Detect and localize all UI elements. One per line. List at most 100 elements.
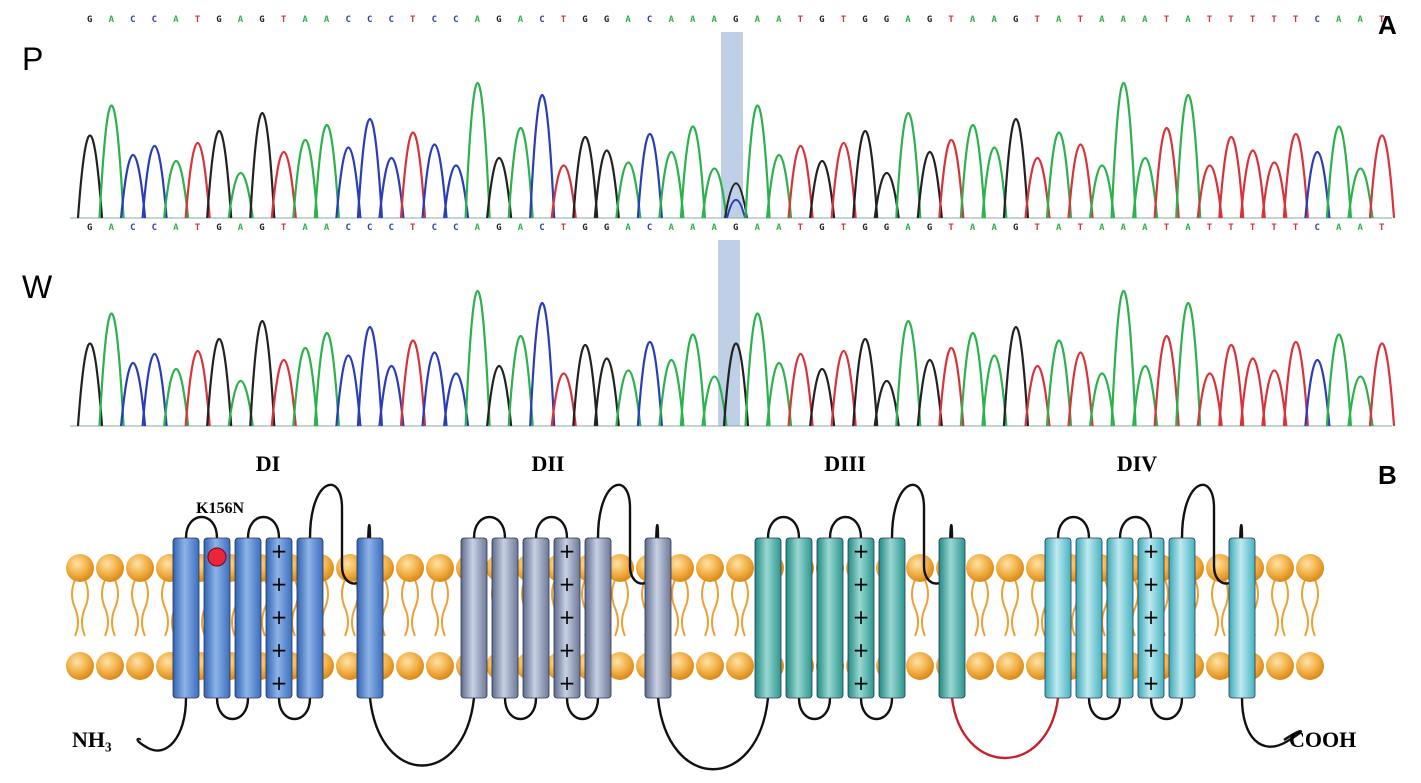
base-call: A bbox=[776, 223, 782, 233]
trace-peak bbox=[744, 312, 771, 427]
trace-peak bbox=[679, 125, 707, 219]
base-call: A bbox=[302, 15, 308, 25]
base-call: T bbox=[1293, 223, 1299, 233]
trace-peak bbox=[270, 150, 297, 219]
base-call: G bbox=[1013, 15, 1019, 25]
trace-peak bbox=[1067, 143, 1094, 219]
voltage-sensor-charge: + bbox=[559, 638, 576, 662]
trace-peak bbox=[206, 129, 233, 219]
base-call: T bbox=[1271, 15, 1277, 25]
transmembrane-helix bbox=[1228, 537, 1256, 699]
loop bbox=[503, 697, 538, 721]
transmembrane-helix bbox=[172, 537, 200, 699]
lipid-head bbox=[96, 554, 124, 582]
trace-peak bbox=[1196, 372, 1223, 427]
trace-peak bbox=[335, 354, 362, 427]
base-call: A bbox=[1099, 15, 1105, 25]
trace-peak bbox=[895, 320, 922, 427]
trace-peak bbox=[765, 153, 793, 219]
trace-peak bbox=[442, 164, 470, 219]
trace-peak bbox=[895, 112, 922, 219]
voltage-sensor-charge: + bbox=[1143, 671, 1160, 695]
base-call: G bbox=[733, 15, 739, 25]
trace-peak bbox=[615, 369, 642, 427]
lipid-head bbox=[696, 652, 724, 680]
trace-peak bbox=[722, 342, 750, 427]
lipid-head bbox=[96, 652, 124, 680]
base-call: C bbox=[453, 223, 459, 233]
base-call: A bbox=[173, 15, 179, 25]
trace-peak bbox=[1045, 339, 1073, 427]
base-call: T bbox=[1035, 15, 1041, 25]
trace-peak bbox=[486, 365, 513, 427]
base-call: A bbox=[324, 223, 330, 233]
trace-peak bbox=[399, 131, 427, 219]
trace-peak bbox=[378, 365, 405, 427]
lipid-head bbox=[996, 554, 1024, 582]
loop bbox=[534, 515, 569, 539]
voltage-sensor-charge: + bbox=[853, 638, 870, 662]
loop bbox=[215, 697, 250, 721]
trace-peak bbox=[1325, 125, 1353, 219]
base-call: T bbox=[798, 223, 804, 233]
trace-peak bbox=[1196, 164, 1223, 219]
base-call: C bbox=[647, 15, 653, 25]
trace-peak bbox=[550, 164, 577, 219]
loop bbox=[1056, 515, 1091, 539]
trace-peak bbox=[356, 118, 384, 219]
transmembrane-helix bbox=[1075, 537, 1103, 699]
loop bbox=[828, 515, 863, 539]
trace-peaks bbox=[70, 289, 1396, 427]
mutation-highlight-band bbox=[718, 240, 740, 426]
lipid-tail bbox=[1271, 579, 1289, 637]
voltage-sensor-charge: + bbox=[271, 638, 288, 662]
base-call: G bbox=[733, 223, 739, 233]
trace-peak bbox=[1045, 131, 1073, 219]
track-label-patient: P bbox=[22, 41, 43, 77]
base-call: A bbox=[1099, 223, 1105, 233]
loop bbox=[950, 697, 1060, 760]
voltage-sensor-charge: + bbox=[853, 605, 870, 629]
loop bbox=[1149, 697, 1184, 721]
trace-peak bbox=[270, 358, 297, 427]
base-call: A bbox=[238, 15, 244, 25]
base-call: T bbox=[1250, 223, 1256, 233]
trace-peak bbox=[1304, 358, 1331, 427]
base-call: A bbox=[238, 223, 244, 233]
lipid-tail bbox=[611, 579, 629, 637]
trace-peak bbox=[119, 361, 147, 427]
base-call: C bbox=[432, 15, 438, 25]
trace-peak bbox=[529, 94, 556, 219]
trace-peak bbox=[959, 124, 986, 219]
trace-peak bbox=[593, 357, 620, 427]
voltage-sensor-charge: + bbox=[853, 539, 870, 563]
trace-peak bbox=[464, 289, 491, 427]
trace-peak bbox=[787, 353, 814, 427]
loop bbox=[472, 515, 507, 539]
base-call: T bbox=[798, 15, 804, 25]
lipid-head bbox=[906, 652, 934, 680]
base-call: G bbox=[582, 223, 588, 233]
base-call: C bbox=[389, 223, 395, 233]
trace-peak bbox=[981, 146, 1008, 219]
trace-peak bbox=[1110, 81, 1137, 219]
transmembrane-helix bbox=[754, 537, 782, 699]
trace-peak bbox=[615, 161, 642, 219]
trace-peak bbox=[163, 160, 190, 219]
base-call: A bbox=[1121, 223, 1127, 233]
lipid-head bbox=[906, 554, 934, 582]
mutation-marker bbox=[207, 547, 227, 567]
trace-peak bbox=[227, 171, 254, 219]
base-call: A bbox=[475, 15, 481, 25]
trace-peak bbox=[981, 354, 1008, 427]
lipid-tail bbox=[1211, 579, 1229, 637]
lipid-tail bbox=[911, 579, 929, 637]
mutation-label: K156N bbox=[196, 500, 244, 517]
lipid-head bbox=[966, 554, 994, 582]
lipid-head bbox=[396, 554, 424, 582]
lipid-head bbox=[1206, 652, 1234, 680]
trace-peak bbox=[1347, 375, 1374, 427]
transmembrane-helix bbox=[1044, 537, 1072, 699]
